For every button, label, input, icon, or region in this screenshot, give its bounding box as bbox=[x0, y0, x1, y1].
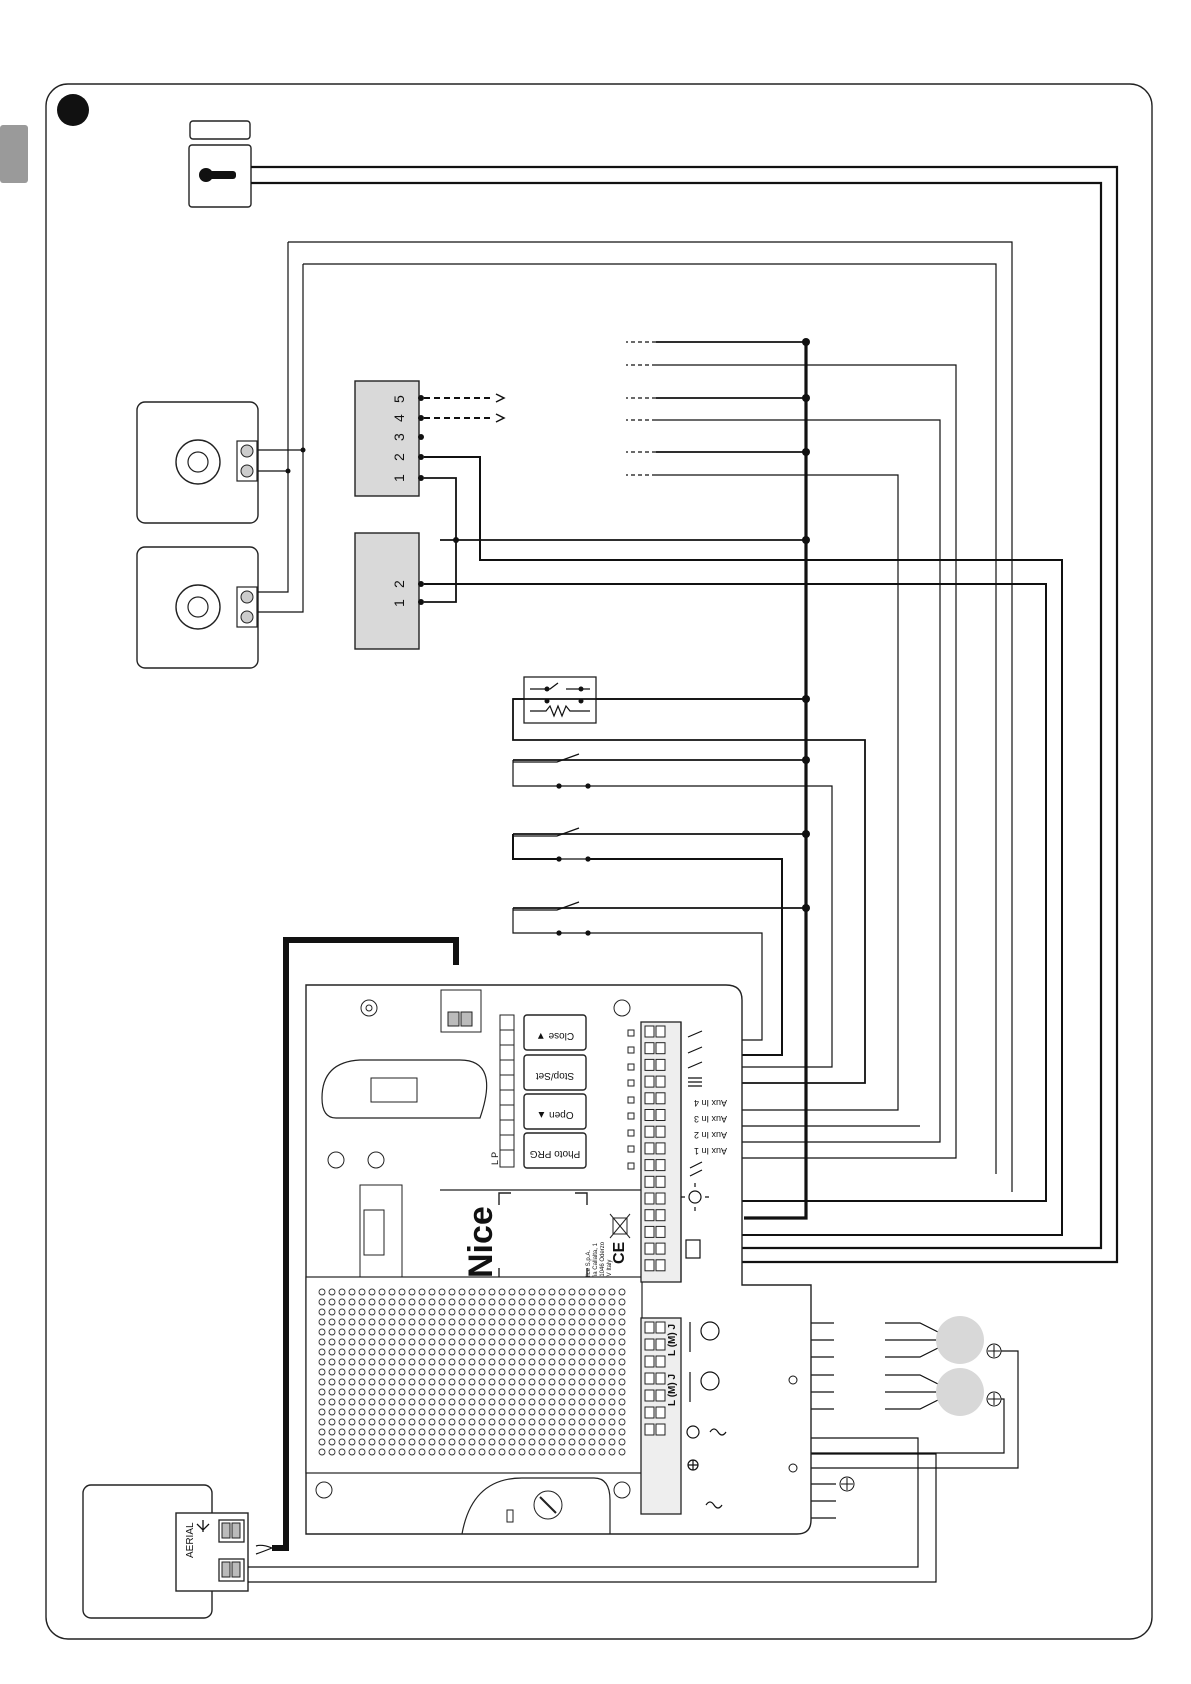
photocell-head-1 bbox=[137, 402, 258, 523]
aux-in-1: Aux In 1 bbox=[694, 1146, 727, 1156]
motor-1-terminal-label: L (M) J bbox=[667, 1324, 678, 1356]
aerial-label: AERIAL bbox=[185, 1522, 196, 1558]
key-selector bbox=[189, 121, 251, 207]
stop-set-button-label: Stop/Set bbox=[536, 1070, 575, 1081]
manufacturer-line-2: Via Callalta, 1 bbox=[593, 1242, 599, 1280]
switch-3 bbox=[513, 902, 590, 935]
rx-terminal-2: 2 bbox=[391, 453, 407, 461]
figure-marker bbox=[57, 94, 89, 126]
brand-logo: Nice bbox=[462, 1206, 500, 1278]
tx-terminal-1: 1 bbox=[391, 599, 407, 607]
photo-prg-button-label: Photo PRG bbox=[529, 1148, 580, 1159]
rx-terminal-5: 5 bbox=[391, 395, 407, 403]
motor-2-terminal-label: L (M) J bbox=[667, 1374, 678, 1406]
safety-edge bbox=[524, 677, 596, 723]
rx-terminal-4: 4 bbox=[391, 414, 407, 422]
aerial-device: AERIAL bbox=[83, 1485, 248, 1618]
rx-terminal-3: 3 bbox=[391, 433, 407, 441]
aux-in-3: Aux In 3 bbox=[694, 1114, 727, 1124]
aux-in-4: Aux In 4 bbox=[694, 1098, 727, 1108]
side-tab bbox=[0, 125, 28, 183]
aux-in-2: Aux In 2 bbox=[694, 1130, 727, 1140]
ce-mark: CE bbox=[611, 1241, 628, 1264]
manufacturer-line-3: 31046 Oderzo bbox=[600, 1241, 606, 1280]
rx-terminal-1: 1 bbox=[391, 474, 407, 482]
tx-terminal-2: 2 bbox=[391, 580, 407, 588]
photocell-head-2 bbox=[137, 547, 258, 668]
close-button-label: Close ▼ bbox=[536, 1030, 574, 1041]
motor-2 bbox=[936, 1368, 984, 1416]
manufacturer-line-1: Nice S.p.A. bbox=[586, 1250, 592, 1280]
lp-label: L P bbox=[490, 1152, 500, 1165]
motor-1 bbox=[936, 1316, 984, 1364]
photocell-tx: 2 1 bbox=[355, 533, 424, 649]
open-button-label: Open ▲ bbox=[536, 1109, 573, 1120]
motor-devices bbox=[789, 1316, 1001, 1491]
weee-icon bbox=[610, 1214, 630, 1238]
switch-2 bbox=[513, 828, 590, 861]
